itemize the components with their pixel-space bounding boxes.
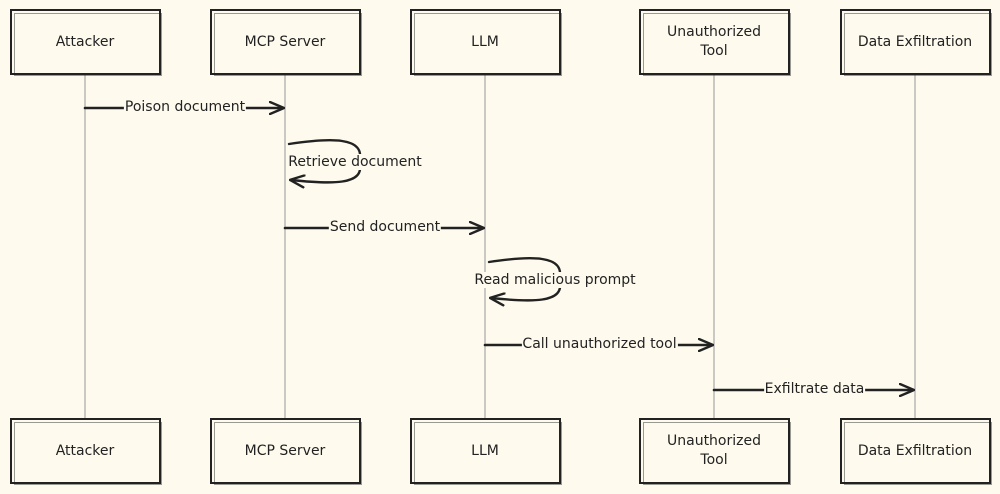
- participant-mcp-bottom: MCP Server: [209, 418, 362, 485]
- participant-llm-top: LLM: [409, 9, 562, 76]
- participant-tool-bottom: Unauthorized Tool: [638, 418, 791, 485]
- message-label-3: Send document: [328, 219, 442, 235]
- participant-attacker-top: Attacker: [9, 9, 162, 76]
- message-label-2: Retrieve document: [287, 154, 423, 170]
- participant-exfil-bottom: Data Exfiltration: [839, 418, 992, 485]
- participant-exfil-top: Data Exfiltration: [839, 9, 992, 76]
- message-label-1: Poison document: [123, 99, 247, 115]
- participant-mcp-top: MCP Server: [209, 9, 362, 76]
- participant-attacker-bottom: Attacker: [9, 418, 162, 485]
- lifelines-group: [84, 75, 916, 418]
- participant-llm-bottom: LLM: [409, 418, 562, 485]
- messages-group: [83, 108, 913, 390]
- message-label-6: Exfiltrate data: [763, 381, 866, 397]
- message-label-5: Call unauthorized tool: [521, 336, 678, 352]
- participant-tool-top: Unauthorized Tool: [638, 9, 791, 76]
- message-label-4: Read malicious prompt: [473, 272, 637, 288]
